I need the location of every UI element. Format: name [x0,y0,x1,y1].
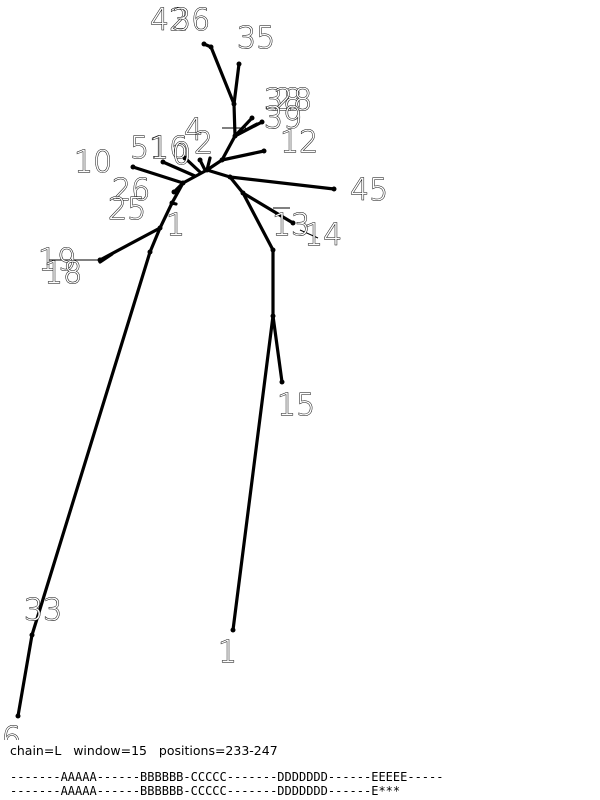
node [232,133,238,139]
edge-12 [220,149,266,162]
edge-35 [232,62,241,106]
edge-10 [131,165,185,185]
edge-up [205,102,237,172]
node [130,164,136,170]
leaf-label-18: 18 [44,256,82,291]
node [201,41,207,47]
leaf-label-1-small: 1 [166,208,185,243]
node [270,313,276,319]
node [160,159,166,165]
node [204,167,210,173]
node [261,148,267,154]
edge-33-6 [16,633,34,718]
leaf-label-51: 51 [130,131,168,166]
phylogenetic-tree: 42 36 35 38 28 39 12 4 51 16 0 2 10 45 2… [2,3,389,741]
node [240,190,246,196]
node [219,157,225,163]
leaf-label-42: 42 [150,3,188,38]
node [197,157,203,163]
leaf-label-26: 26 [112,173,150,208]
leaf-label-19: 19 [38,243,76,278]
node [227,174,233,180]
node [208,44,214,50]
node [230,627,236,633]
node [259,119,265,125]
connector-14 [299,229,319,239]
leaf-labels: 42 36 35 38 28 39 12 4 51 16 0 2 10 45 2… [2,3,389,741]
node [29,632,35,638]
leaf-label-28: 28 [274,83,312,118]
leaf-label-2: 2 [194,126,213,161]
node [182,155,188,161]
edge-36 [209,45,236,106]
node [171,189,177,195]
leaf-label-1: 1 [218,635,237,670]
sequence-line-1: -------AAAAA------BBBBBB-CCCCC-------DDD… [10,770,444,784]
edge-14 [241,191,295,225]
leaf-label-45: 45 [350,173,388,208]
node [236,61,242,67]
edge-16 [183,156,202,174]
node [290,220,296,226]
node [231,101,237,107]
leaf-label-14: 14 [304,218,342,253]
edge-root-33 [30,168,209,637]
leaf-label-4: 4 [184,113,203,148]
leaf-label-0: 0 [172,137,191,172]
leaf-label-6: 6 [2,721,21,740]
leaf-label-15: 15 [277,388,315,423]
leaf-label-36: 36 [172,3,210,38]
node [331,186,337,192]
edge-split-15 [271,314,284,384]
node [279,379,285,385]
edge-split-1 [231,314,275,632]
leaf-label-25: 25 [108,192,146,227]
sequence-line-2: -------AAAAA------BBBBBB-CCCCC-------DDD… [10,784,401,798]
edge-51 [161,160,197,178]
leaf-label-35: 35 [237,21,275,56]
parameter-info: chain=L window=15 positions=233-247 [10,743,278,758]
node [169,200,175,206]
node [249,115,255,121]
node [180,180,186,186]
node [157,225,163,231]
leaf-label-10: 10 [74,145,112,180]
tree-nodes [15,41,337,719]
node [15,713,21,719]
edge-45 [228,175,336,191]
node [270,247,276,253]
node [147,249,153,255]
leaf-label-39: 39 [264,101,302,136]
leaf-label-33: 33 [24,593,62,628]
leaf-label-38: 38 [264,83,302,118]
edge-root-13 [205,168,275,252]
node [97,257,103,263]
leaf-label-16: 16 [150,131,188,166]
edge-39 [233,122,259,138]
leaf-label-13: 13 [272,208,310,243]
leaf-label-12: 12 [280,125,318,160]
